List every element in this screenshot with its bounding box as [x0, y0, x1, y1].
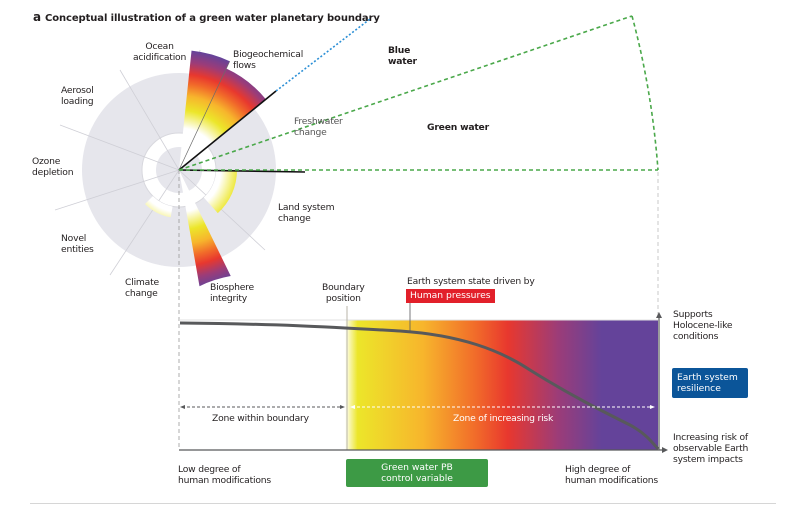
label-climate-change: Climate change [125, 277, 159, 299]
wedge-biogeochemical-n [179, 68, 267, 170]
label-ozone-depletion: Ozone depletion [32, 156, 74, 178]
control-variable-box: Green water PB control variable [346, 459, 488, 487]
label-line: entities [61, 244, 94, 255]
label-line: High degree of [565, 464, 631, 475]
label-boundary-position: Boundary position [322, 282, 365, 304]
earth-system-state-curve [179, 321, 660, 450]
label-line: Aerosol [61, 85, 94, 96]
label-line: Climate [125, 277, 159, 288]
label-line: depletion [32, 167, 74, 178]
sector-dividers [54, 49, 266, 276]
label-ocean-acidification: Ocean acidification [133, 41, 186, 63]
label-line: Freshwater [294, 116, 343, 127]
label-aerosol-loading: Aerosol loading [61, 85, 94, 107]
label-line: change [294, 127, 327, 138]
label-line: human modifications [178, 475, 271, 486]
label-line: Ocean [145, 41, 174, 52]
label-line: loading [61, 96, 94, 107]
label-line: observable Earth [673, 443, 749, 454]
boundary-wedges [145, 50, 267, 287]
label-line: Green water PB [381, 462, 453, 473]
green-water-sector [178, 15, 659, 171]
title-text: Conceptual illustration of a green water… [45, 13, 380, 24]
label-freshwater-change: Freshwater change [294, 116, 343, 138]
label-line: position [325, 293, 361, 304]
label-line: Boundary [322, 282, 365, 293]
wedge-climate-change [145, 196, 173, 218]
wedge-separator [178, 61, 231, 171]
label-zone-within-boundary: Zone within boundary [212, 413, 309, 424]
label-increasing-risk: Increasing risk of observable Earth syst… [673, 432, 748, 465]
wedge-land-system-change [203, 170, 237, 214]
label-line: Low degree of [178, 464, 241, 475]
label-biosphere-integrity: Biosphere integrity [210, 282, 254, 304]
wedge-biosphere-integrity [179, 170, 231, 287]
label-blue-water: Blue water [388, 45, 417, 67]
label-line: Blue [388, 45, 411, 56]
label-line: Earth system [677, 372, 738, 383]
footer-divider [30, 503, 776, 504]
label-line: change [125, 288, 158, 299]
label-biogeochemical-flows: Biogeochemical flows [233, 49, 303, 71]
label-line: system impacts [673, 454, 743, 465]
label-low-degree: Low degree of human modifications [178, 464, 271, 486]
label-high-degree: High degree of human modifications [565, 464, 658, 486]
label-line: Land system [278, 202, 335, 213]
label-green-water: Green water [427, 122, 489, 133]
label-line: Supports [673, 309, 713, 320]
y-axis-arrow-icon [656, 312, 662, 318]
risk-gradient-bar [345, 320, 658, 450]
label-line: acidification [133, 52, 187, 63]
x-axis-arrow-icon [662, 447, 668, 453]
panel-letter: a [33, 10, 41, 24]
label-earth-system-state: Earth system state driven by [407, 276, 535, 287]
label-line: water [388, 56, 417, 67]
label-line: resilience [677, 383, 721, 394]
label-line: Ozone [32, 156, 61, 167]
wedge-biogeochemical-p [179, 50, 230, 170]
label-novel-entities: Novel entities [61, 233, 94, 255]
earth-system-resilience-box: Earth system resilience [672, 368, 748, 398]
label-line: Novel [61, 233, 87, 244]
label-line: conditions [673, 331, 719, 342]
label-supports-holocene: Supports Holocene-like conditions [673, 309, 733, 342]
label-line: integrity [210, 293, 248, 304]
zone-within-arrow [180, 405, 345, 409]
zone-risk-arrow [350, 405, 655, 409]
label-land-system-change: Land system change [278, 202, 335, 224]
human-pressures-badge: Human pressures [406, 289, 495, 303]
label-line: Holocene-like [673, 320, 733, 331]
label-line: control variable [381, 473, 453, 484]
label-zone-increasing-risk: Zone of increasing risk [453, 413, 554, 424]
figure-title: a Conceptual illustration of a green wate… [33, 10, 380, 24]
label-line: Increasing risk of [673, 432, 748, 443]
label-line: Biosphere [210, 282, 254, 293]
label-line: Biogeochemical [233, 49, 304, 60]
label-line: flows [233, 60, 256, 71]
label-line: change [278, 213, 311, 224]
label-line: human modifications [565, 475, 658, 486]
freshwater-boundary-line [178, 90, 277, 171]
